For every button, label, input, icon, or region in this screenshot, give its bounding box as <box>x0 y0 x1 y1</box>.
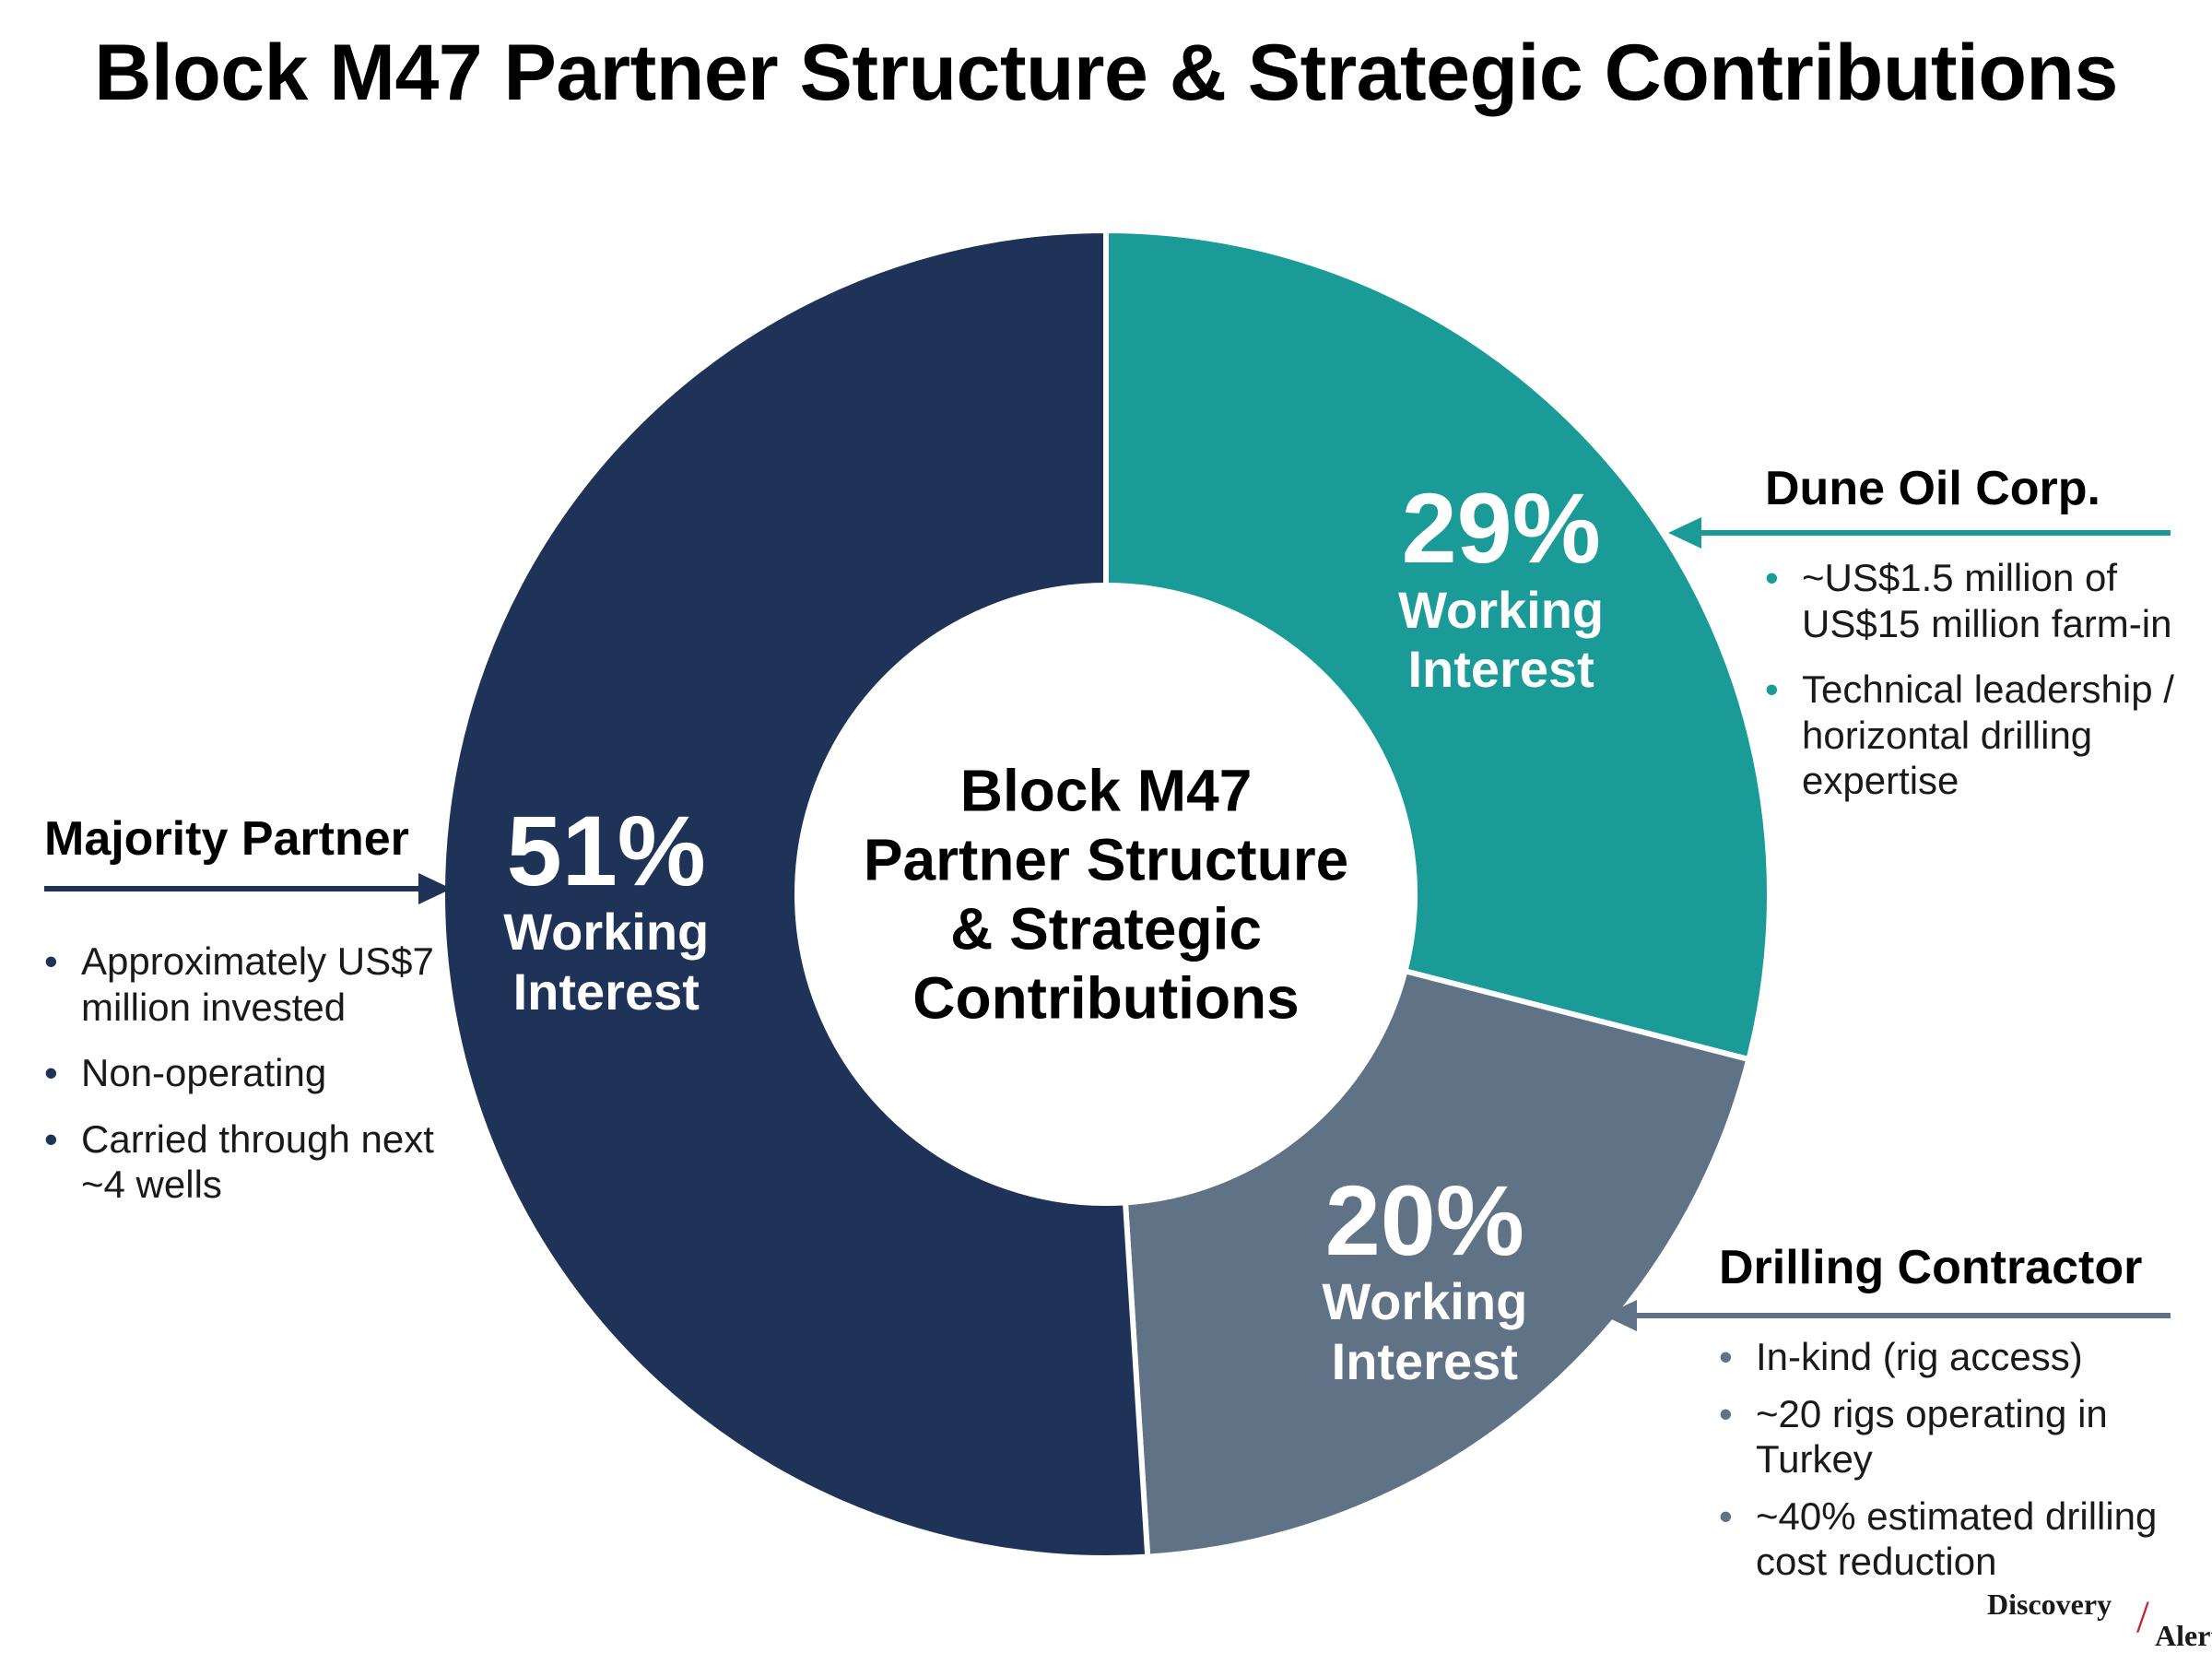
donut-slice-majority-partner <box>440 227 1151 1561</box>
slice-percent: 29% <box>1401 472 1601 584</box>
donut-slice-dune-oil-corp <box>1103 227 1772 1063</box>
callout-bullet: ~20 rigs operating in Turkey <box>1719 1391 2198 1482</box>
callout-bullet: Non-operating <box>44 1050 450 1096</box>
slice-value-label: 29%Working Interest <box>1363 476 1640 699</box>
callout-bullet: ~US$1.5 million of US$15 million farm-in <box>1765 555 2189 646</box>
brand-logo-text: Alert <box>2155 1619 2212 1652</box>
center-line: & Strategic <box>950 895 1262 962</box>
slice-value-label: 20%Working Interest <box>1287 1168 1563 1391</box>
callout-bullet: In-kind (rig access) <box>1719 1334 2198 1380</box>
callout-bullet: Carried through next ~4 wells <box>44 1116 450 1208</box>
callout-drilling-contractor: Drilling Contractor In-kind (rig access)… <box>1719 1240 2198 1605</box>
callout-majority-partner: Majority Partner Approximately US$7 mill… <box>44 811 450 1228</box>
callout-title: Dune Oil Corp. <box>1765 462 2100 515</box>
brand-logo: Discovery / Alert <box>1982 1586 2212 1652</box>
callout-dune-oil-corp: Dune Oil Corp. ~US$1.5 million of US$15 … <box>1765 461 2189 824</box>
slice-sublabel: Working Interest <box>1322 1272 1528 1390</box>
callout-arrow-dune-head <box>1668 517 1701 549</box>
brand-logo-text: Discovery <box>1987 1588 2112 1621</box>
callout-bullet-list: Approximately US$7 million invested Non-… <box>44 939 450 1208</box>
callout-arrow-drilling-head <box>1604 1300 1637 1331</box>
callout-title: Majority Partner <box>44 812 409 866</box>
callout-arrow-majority-head <box>418 873 452 904</box>
callout-bullet: Approximately US$7 million invested <box>44 939 450 1030</box>
slice-value-label: 51%Working Interest <box>468 798 745 1021</box>
brand-logo-slash: / <box>2136 1590 2149 1642</box>
callout-bullet: Technical leadership / horizontal drilli… <box>1765 667 2189 804</box>
donut-slice-drilling-contractor <box>1122 967 1753 1560</box>
callout-bullet-list: In-kind (rig access) ~20 rigs operating … <box>1719 1334 2198 1585</box>
center-line: Contributions <box>912 963 1300 1031</box>
page-title: Block M47 Partner Structure & Strategic … <box>94 29 2118 117</box>
slice-sublabel: Working Interest <box>1398 580 1605 699</box>
donut-center-label: Block M47 Partner Structure & Strategic … <box>830 756 1382 1033</box>
center-line: Partner Structure <box>863 826 1349 893</box>
center-line: Block M47 <box>959 757 1253 824</box>
callout-bullet: ~40% estimated drilling cost reduction <box>1719 1494 2198 1585</box>
slice-percent: 20% <box>1324 1163 1524 1276</box>
slice-sublabel: Working Interest <box>503 903 710 1021</box>
callout-bullet-list: ~US$1.5 million of US$15 million farm-in… <box>1765 555 2189 804</box>
callout-title: Drilling Contractor <box>1719 1241 2143 1294</box>
slice-percent: 51% <box>506 794 706 906</box>
